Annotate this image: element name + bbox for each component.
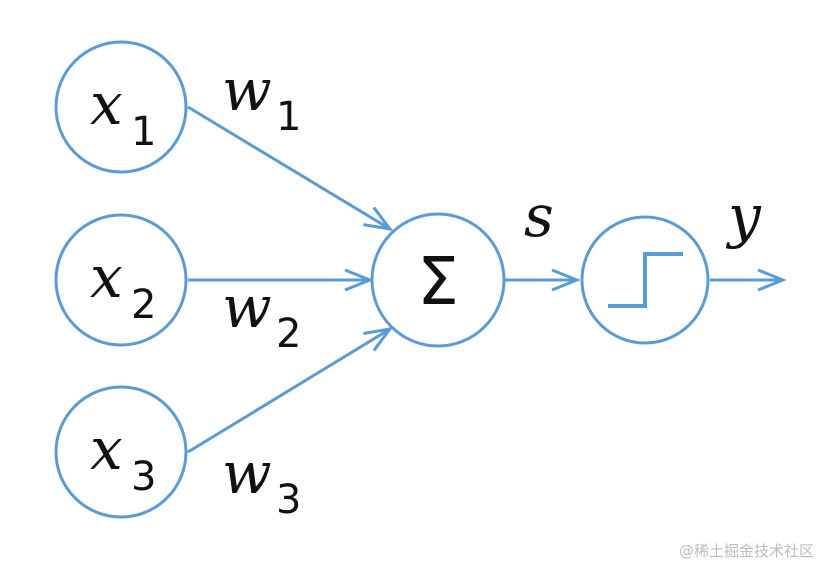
weight-var-w1: w: [222, 56, 272, 124]
weight-label-w2: w 2: [222, 273, 301, 357]
input-node-x3: x 3: [54, 385, 188, 519]
sigma-symbol: Σ: [417, 243, 459, 320]
activation-node: [580, 215, 710, 345]
sum-output-label: s: [524, 182, 554, 250]
weight-sub-w1: 1: [276, 94, 301, 140]
input-var-x2: x: [90, 243, 123, 311]
weight-label-w3: w 3: [222, 439, 301, 523]
input-sub-x2: 2: [131, 282, 156, 328]
sum-node: Σ: [370, 212, 506, 348]
weight-sub-w3: 3: [276, 477, 301, 523]
weight-var-w3: w: [222, 439, 272, 507]
step-function-icon: [608, 252, 683, 308]
weight-sub-w2: 2: [276, 311, 301, 357]
edge-x3-to-sum: [187, 329, 390, 454]
input-sub-x1: 1: [131, 109, 156, 155]
edge-x1-to-sum: [187, 105, 390, 229]
input-sub-x3: 3: [131, 454, 156, 500]
input-node-x2: x 2: [54, 213, 188, 347]
input-var-x3: x: [90, 415, 123, 483]
weight-label-w1: w 1: [222, 56, 301, 140]
input-var-x1: x: [90, 70, 123, 138]
weight-var-w2: w: [222, 273, 272, 341]
output-label: y: [725, 182, 762, 250]
watermark: @稀土掘金技术社区: [678, 542, 814, 560]
input-node-x1: x 1: [54, 40, 188, 174]
